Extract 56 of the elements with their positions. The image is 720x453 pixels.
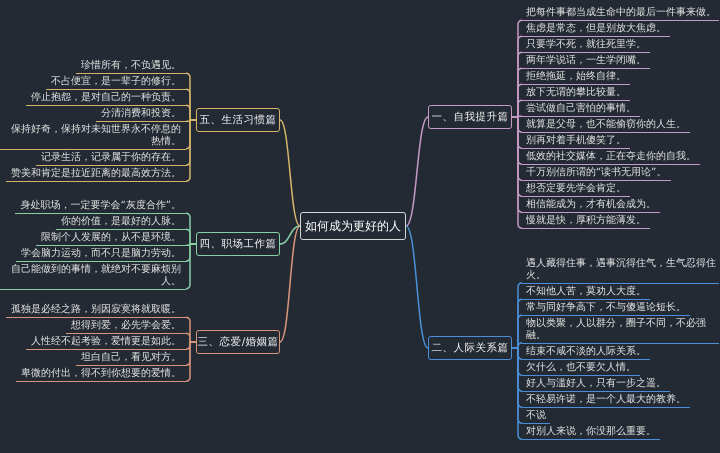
branch-topic-box: 一、自我提升篇: [428, 105, 512, 129]
connector-line: [405, 225, 429, 349]
connector-line: [279, 225, 301, 343]
underlined-topic: 尝试做自己害怕的事情。: [522, 101, 640, 117]
underlined-topic: 你的价值，是最好的人脉。: [56, 214, 186, 230]
underlined-topic: 把每件事都当成生命中的最后一件事来做。: [522, 5, 719, 21]
underlined-topic: 保持好奇，保持对未知世界永不停息的热情。: [0, 122, 186, 150]
underlined-topic: 只要学不死，就往死里学。: [522, 37, 650, 53]
underlined-topic: 焦虑是常态，但是别放大焦虑。: [522, 21, 670, 37]
connector-line: [185, 119, 196, 182]
underlined-topic: 记录生活，记录属于你的存在。: [36, 150, 186, 166]
underlined-topic: 别再对着手机傻笑了。: [522, 133, 630, 149]
connector-line: [512, 347, 523, 440]
connector-line: [406, 116, 428, 227]
underlined-topic: 身处职场，一定要学会“灰度合作”。: [15, 198, 186, 214]
underlined-topic: 珍惜所有，不负遇见。: [76, 58, 186, 74]
underlined-topic: 不说: [522, 408, 550, 424]
branch-topic-box: 四、职场工作篇: [196, 232, 280, 256]
underlined-topic: 不占便宜，是一辈子的修行。: [46, 74, 186, 90]
underlined-topic: 千万别信所谓的“读书无用论”。: [522, 165, 671, 181]
underlined-topic: 常与同好争高下，不与傻逼论短长。: [522, 300, 690, 316]
connector-line: [280, 225, 300, 245]
underlined-topic: 相信能成为，才有机会成为。: [522, 197, 660, 213]
connector-line: [185, 243, 196, 290]
underlined-topic: 学会脑力运动，而不只是脑力劳动。: [16, 246, 186, 262]
underlined-topic: 就算是父母，也不能偷窃你的人生。: [522, 117, 690, 133]
underlined-topic: 欠什么，也不要欠人情。: [522, 360, 640, 376]
underlined-topic: 坦白自己，看见对方。: [76, 350, 186, 366]
branch-topic-box: 五、生活习惯篇: [196, 108, 280, 132]
underlined-topic: 对别人来说，你没那么重要。: [522, 424, 660, 440]
underlined-topic: 物以类聚，人以群分，圈子不同，不必强融。: [522, 316, 719, 344]
connector-line: [185, 341, 196, 382]
underlined-topic: 想得到爱，必先学会爱。: [66, 318, 186, 334]
underlined-topic: 结束不咸不淡的人际关系。: [522, 344, 650, 360]
underlined-topic: 不轻易许诺，是一个人最大的教养。: [522, 392, 690, 408]
underlined-topic: 卑微的付出，得不到你想要的爱情。: [16, 366, 186, 382]
connector-line: [280, 119, 300, 227]
underlined-topic: 人性经不起考验，爱情更是如此。: [26, 334, 186, 350]
underlined-topic: 不知他人苦，莫劝人大度。: [522, 284, 650, 300]
underlined-topic: 孤独是必经之路，别因寂寞将就取暖。: [6, 302, 186, 318]
underlined-topic: 想否定要先学会肯定。: [522, 181, 630, 197]
underlined-topic: 分清消费和投资。: [96, 106, 186, 122]
underlined-topic: 两年学说话，一生学闭嘴。: [522, 53, 650, 69]
underlined-topic: 放下无谓的攀比较量。: [522, 85, 630, 101]
underlined-topic: 拒绝拖延，始终自律。: [522, 69, 630, 85]
underlined-topic: 慢就是快，厚积方能薄发。: [522, 213, 650, 229]
central-topic-box: 如何成为更好的人: [300, 212, 406, 240]
branch-topic-box: 三、恋爱/婚姻篇: [196, 330, 280, 354]
underlined-topic: 遇人藏得住事，遇事沉得住气，生气忍得住火。: [522, 256, 719, 284]
underlined-topic: 自己能做到的事情，就绝对不要麻烦别人。: [0, 262, 186, 290]
underlined-topic: 低效的社交媒体，正在夺走你的自我。: [522, 149, 700, 165]
branch-topic-box: 二、人际关系篇: [428, 336, 512, 360]
underlined-topic: 停止抱怨，是对自己的一种负责。: [26, 90, 186, 106]
underlined-topic: 限制个人发展的，从不是环境。: [36, 230, 186, 246]
underlined-topic: 好人与滥好人，只有一步之遥。: [522, 376, 670, 392]
underlined-topic: 赞美和肯定是拉近距离的最高效方法。: [6, 166, 186, 182]
